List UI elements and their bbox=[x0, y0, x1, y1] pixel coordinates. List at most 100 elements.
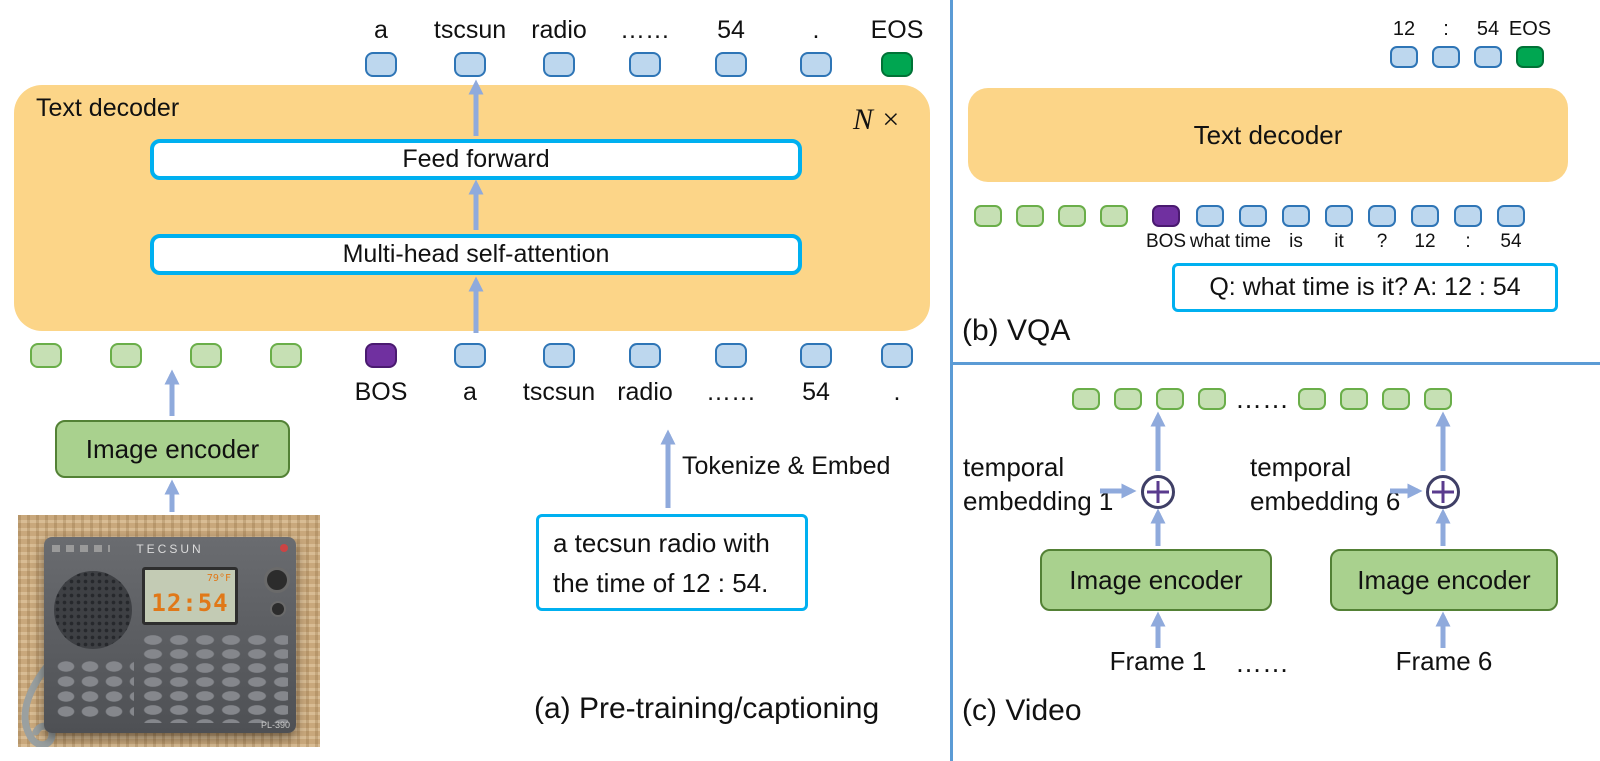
eos-token bbox=[881, 52, 913, 77]
output-label: . bbox=[812, 16, 820, 44]
temporal-1-line2: embedding 1 bbox=[963, 486, 1114, 516]
panel-c-caption: (c) Video bbox=[962, 694, 1082, 727]
add-operator-icon bbox=[1426, 475, 1460, 509]
radio-time-readout: 12:54 bbox=[151, 589, 229, 617]
radio-brand-text: TECSUN bbox=[136, 542, 204, 556]
vqa-image-token bbox=[974, 205, 1002, 227]
temporal-embedding-1-label: temporal embedding 1 bbox=[963, 450, 1133, 518]
qa-text: Q: what time is it? A: 12 : 54 bbox=[1209, 273, 1521, 301]
n-times-label: N × bbox=[853, 103, 901, 136]
vqa-output-label: 54 bbox=[1476, 18, 1500, 40]
vqa-output-label: : bbox=[1443, 18, 1449, 40]
vqa-input-label: 12 bbox=[1414, 231, 1436, 252]
input-label: BOS bbox=[354, 378, 408, 406]
image-token bbox=[30, 343, 62, 368]
vqa-eos-token bbox=[1516, 46, 1544, 68]
radio-keypad-left bbox=[54, 659, 134, 721]
vqa-input-token bbox=[1497, 205, 1525, 227]
output-label: tscsun bbox=[433, 16, 507, 44]
vqa-input-label: BOS bbox=[1145, 231, 1187, 252]
video-token bbox=[1114, 388, 1142, 410]
output-token bbox=[629, 52, 661, 77]
input-label: radio bbox=[617, 378, 673, 406]
temporal-embedding-6-label: temporal embedding 6 bbox=[1250, 450, 1420, 518]
image-encoder-frame6: Image encoder bbox=[1330, 549, 1558, 611]
vqa-input-token bbox=[1196, 205, 1224, 227]
text-decoder-label-b: Text decoder bbox=[1193, 119, 1343, 150]
image-encoder-label-a: Image encoder bbox=[85, 433, 260, 464]
vqa-input-token bbox=[1325, 205, 1353, 227]
output-label: radio bbox=[531, 16, 587, 44]
image-encoder-label-frame1: Image encoder bbox=[1069, 564, 1243, 595]
vqa-input-label: : bbox=[1465, 231, 1471, 252]
output-label: 54 bbox=[717, 16, 745, 44]
output-label: EOS bbox=[870, 16, 924, 44]
video-token bbox=[1424, 388, 1452, 410]
input-label: . bbox=[893, 378, 901, 406]
image-encoder-label-frame6: Image encoder bbox=[1357, 564, 1531, 595]
feed-forward-box: Feed forward bbox=[150, 139, 802, 180]
caption-line-1: a tecsun radio with bbox=[553, 527, 770, 558]
vqa-input-label: is bbox=[1289, 231, 1303, 252]
output-token bbox=[800, 52, 832, 77]
output-label: …… bbox=[620, 16, 670, 44]
temporal-6-line2: embedding 6 bbox=[1250, 486, 1401, 516]
vqa-image-token bbox=[1016, 205, 1044, 227]
radio-lcd-display: 79°F 12:54 bbox=[142, 567, 238, 625]
text-decoder-box-b: Text decoder bbox=[968, 88, 1568, 182]
frame-1-label: Frame 1 bbox=[1109, 646, 1207, 676]
video-token bbox=[1340, 388, 1368, 410]
vqa-image-token bbox=[1058, 205, 1086, 227]
text-decoder-label-a: Text decoder bbox=[36, 94, 180, 122]
radio-keypad bbox=[140, 633, 288, 723]
vqa-input-token bbox=[1368, 205, 1396, 227]
vqa-output-token bbox=[1474, 46, 1502, 68]
vqa-output-token bbox=[1390, 46, 1418, 68]
bos-token bbox=[365, 343, 397, 368]
radio-photo: TECSUN 79°F 12:54 PL-390 bbox=[18, 515, 320, 747]
image-encoder-a: Image encoder bbox=[55, 420, 290, 478]
caption-line-2: the time of 12 : 54. bbox=[553, 567, 769, 598]
vqa-input-label: time bbox=[1235, 231, 1271, 252]
frame-ellipsis: …… bbox=[1235, 648, 1289, 678]
input-token bbox=[715, 343, 747, 368]
radio-body: TECSUN 79°F 12:54 PL-390 bbox=[44, 537, 296, 733]
video-token bbox=[1382, 388, 1410, 410]
output-token bbox=[365, 52, 397, 77]
video-token bbox=[1298, 388, 1326, 410]
radio-tuning-knob bbox=[264, 567, 290, 593]
video-token bbox=[1156, 388, 1184, 410]
self-attention-box: Multi-head self-attention bbox=[150, 234, 802, 275]
vqa-input-label: it bbox=[1334, 231, 1344, 252]
vqa-image-token bbox=[1100, 205, 1128, 227]
output-token bbox=[454, 52, 486, 77]
temporal-6-line1: temporal bbox=[1250, 452, 1352, 482]
output-token bbox=[715, 52, 747, 77]
vqa-bos-token bbox=[1152, 205, 1180, 227]
vqa-input-label: ? bbox=[1376, 231, 1388, 252]
vqa-input-label: what bbox=[1189, 231, 1231, 252]
radio-speaker-grille bbox=[54, 571, 132, 649]
vertical-divider bbox=[950, 0, 953, 761]
caption-text-box: a tecsun radio with the time of 12 : 54. bbox=[536, 514, 808, 611]
vqa-input-token bbox=[1239, 205, 1267, 227]
tokenize-embed-label: Tokenize & Embed bbox=[682, 452, 891, 480]
output-label: a bbox=[374, 16, 388, 44]
feed-forward-label: Feed forward bbox=[402, 145, 550, 173]
vqa-input-token bbox=[1454, 205, 1482, 227]
input-token bbox=[881, 343, 913, 368]
image-encoder-frame1: Image encoder bbox=[1040, 549, 1272, 611]
vqa-output-label: 12 bbox=[1392, 18, 1416, 40]
radio-temp-readout: 79°F bbox=[206, 573, 231, 584]
vqa-output-token bbox=[1432, 46, 1460, 68]
output-token bbox=[543, 52, 575, 77]
vqa-input-token bbox=[1282, 205, 1310, 227]
radio-power-led bbox=[280, 544, 288, 552]
input-label: tscsun bbox=[522, 378, 596, 406]
input-label: 54 bbox=[802, 378, 830, 406]
video-token bbox=[1072, 388, 1100, 410]
image-token bbox=[190, 343, 222, 368]
add-operator-icon bbox=[1141, 475, 1175, 509]
temporal-1-line1: temporal bbox=[963, 452, 1065, 482]
